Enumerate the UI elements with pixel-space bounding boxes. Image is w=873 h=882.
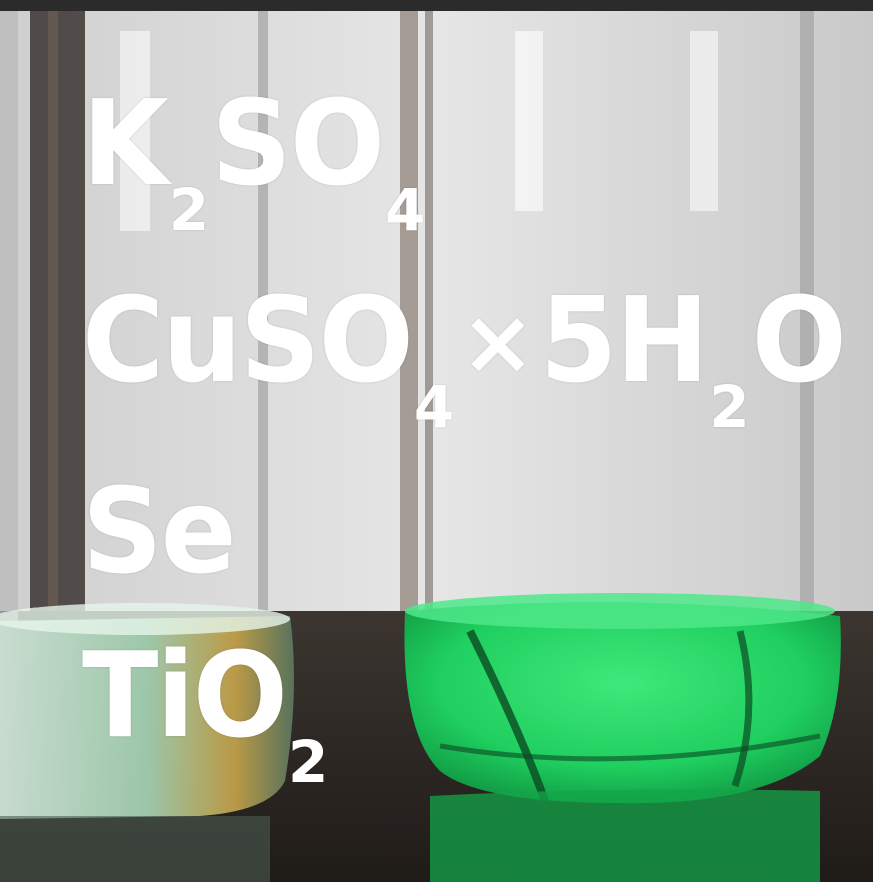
- formula-titanium-dioxide: TiO2: [82, 627, 330, 791]
- formula-selenium: Se: [82, 463, 237, 601]
- formula-part: Se: [82, 463, 237, 601]
- beakers-illustration: [0, 11, 873, 882]
- formula-subscript: 2: [288, 728, 329, 796]
- top-border: [0, 0, 873, 11]
- formula-subscript: 4: [385, 176, 426, 244]
- formula-potassium-sulfate: K2SO4: [82, 75, 427, 239]
- formula-copper-sulfate-pentahydrate: CuSO4×5H2O: [82, 272, 847, 436]
- formula-operator: ×: [460, 290, 536, 395]
- formula-subscript: 2: [709, 373, 750, 441]
- formula-part: CuSO: [82, 272, 414, 410]
- formula-part: SO: [211, 75, 385, 213]
- formula-part: K: [82, 75, 169, 213]
- formula-part: 5H: [539, 272, 710, 410]
- formula-subscript: 4: [413, 373, 455, 441]
- beakers-photo: [0, 11, 873, 882]
- formula-subscript: 2: [168, 176, 210, 244]
- formula-part: O: [751, 272, 847, 410]
- formula-part: TiO: [82, 627, 288, 765]
